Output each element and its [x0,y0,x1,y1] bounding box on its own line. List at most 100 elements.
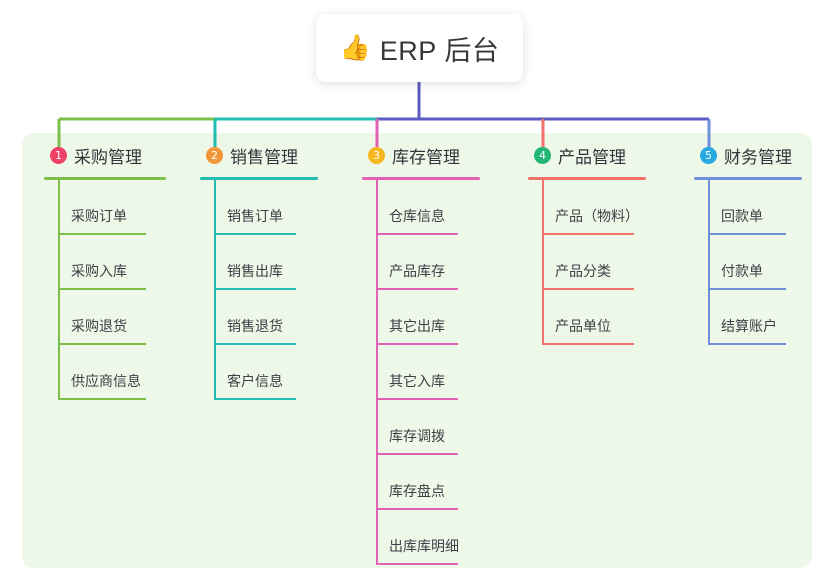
branch-column-3: 3 库存管理仓库信息产品库存其它出库其它入库库存调拨库存盘点出库库明细 [352,133,480,565]
leaf-node[interactable]: 回款单 [684,180,802,235]
leaf-label: 付款单 [721,263,763,279]
leaf-underline [376,288,458,290]
branch-header-3[interactable]: 3 库存管理 [352,133,480,177]
leaf-underline [214,233,296,235]
leaf-underline [58,233,146,235]
leaf-node[interactable]: 付款单 [684,235,802,290]
branch-title-3: 库存管理 [392,147,460,167]
branch-underline-1 [44,177,166,180]
leaf-label: 采购退货 [71,318,127,334]
leaf-node[interactable]: 出库库明细 [352,510,480,565]
branch-title-4: 产品管理 [558,147,626,167]
leaf-underline [376,233,458,235]
leaf-label: 销售订单 [227,208,283,224]
root-label: ERP 后台 [379,35,500,66]
branch-spine-1 [58,180,60,400]
leaf-node[interactable]: 产品单位 [518,290,646,345]
leaf-underline [376,398,458,400]
leaf-underline [214,343,296,345]
leaf-node[interactable]: 销售退货 [190,290,318,345]
branch-badge-1: 1 [50,146,67,164]
leaf-node[interactable]: 产品（物料） [518,180,646,235]
leaf-underline [58,343,146,345]
branch-spine-4 [542,180,544,345]
branch-title-2: 销售管理 [230,147,298,167]
leaf-underline [708,233,786,235]
leaf-node[interactable]: 仓库信息 [352,180,480,235]
leaf-underline [542,343,634,345]
leaf-label: 库存盘点 [389,483,445,499]
branch-title-5: 财务管理 [724,147,792,167]
branch-badge-2: 2 [206,146,223,164]
leaf-node[interactable]: 库存调拨 [352,400,480,455]
leaf-label: 销售出库 [227,263,283,279]
leaf-node[interactable]: 产品库存 [352,235,480,290]
leaf-underline [376,563,458,565]
leaf-label: 采购订单 [71,208,127,224]
leaf-node[interactable]: 销售出库 [190,235,318,290]
branch-underline-3 [362,177,480,180]
branch-badge-4: 4 [534,146,551,164]
leaf-underline [542,288,634,290]
branch-badge-5: 5 [700,146,717,164]
branch-column-5: 5 财务管理回款单付款单结算账户 [684,133,802,345]
leaf-label: 产品单位 [555,318,611,334]
branch-column-4: 4 产品管理产品（物料） 产品分类产品单位 [518,133,646,345]
leaf-label: 回款单 [721,208,763,224]
leaf-underline [376,508,458,510]
leaf-label: 其它入库 [389,373,445,389]
branch-items-3: 仓库信息产品库存其它出库其它入库库存调拨库存盘点出库库明细 [352,180,480,565]
leaf-node[interactable]: 采购入库 [34,235,166,290]
branch-title-1: 采购管理 [74,147,142,167]
leaf-label: 仓库信息 [389,208,445,224]
leaf-label: 产品库存 [389,263,445,279]
branch-header-2[interactable]: 2 销售管理 [190,133,318,177]
leaf-node[interactable]: 其它出库 [352,290,480,345]
leaf-node[interactable]: 产品分类 [518,235,646,290]
leaf-label: 采购入库 [71,263,127,279]
branches-panel [22,133,812,568]
branch-column-2: 2 销售管理销售订单销售出库销售退货客户信息 [190,133,318,400]
branch-underline-4 [528,177,646,180]
leaf-node[interactable]: 库存盘点 [352,455,480,510]
leaf-node[interactable]: 供应商信息 [34,345,166,400]
branch-items-1: 采购订单采购入库采购退货供应商信息 [34,180,166,400]
branch-items-4: 产品（物料） 产品分类产品单位 [518,180,646,345]
leaf-label: 结算账户 [721,318,777,334]
leaf-label: 库存调拨 [389,428,445,444]
leaf-label: 客户信息 [227,373,283,389]
branch-items-2: 销售订单销售出库销售退货客户信息 [190,180,318,400]
branch-columns: 1 采购管理采购订单采购入库采购退货供应商信息 2 销售管理销售订单销售出库销售退货客… [22,133,812,568]
leaf-node[interactable]: 采购订单 [34,180,166,235]
branch-spine-2 [214,180,216,400]
leaf-node[interactable]: 其它入库 [352,345,480,400]
leaf-underline [214,398,296,400]
leaf-label: 供应商信息 [71,373,141,389]
leaf-underline [58,288,146,290]
leaf-node[interactable]: 销售订单 [190,180,318,235]
leaf-node[interactable]: 结算账户 [684,290,802,345]
branch-items-5: 回款单付款单结算账户 [684,180,802,345]
leaf-underline [214,288,296,290]
branch-underline-5 [694,177,802,180]
leaf-underline [376,343,458,345]
branch-spine-3 [376,180,378,565]
branch-header-4[interactable]: 4 产品管理 [518,133,646,177]
leaf-node[interactable]: 采购退货 [34,290,166,345]
branch-header-5[interactable]: 5 财务管理 [684,133,802,177]
leaf-label: 产品分类 [555,263,611,279]
leaf-label: 其它出库 [389,318,445,334]
branch-header-1[interactable]: 1 采购管理 [34,133,166,177]
leaf-underline [376,453,458,455]
leaf-underline [542,233,634,235]
leaf-node[interactable]: 客户信息 [190,345,318,400]
root-node[interactable]: 👍 ERP 后台 [316,14,523,82]
branch-badge-3: 3 [368,146,385,164]
leaf-underline [708,288,786,290]
branch-column-1: 1 采购管理采购订单采购入库采购退货供应商信息 [34,133,166,400]
leaf-label: 销售退货 [227,318,283,334]
leaf-label: 产品（物料） [555,208,639,224]
branch-spine-5 [708,180,710,345]
